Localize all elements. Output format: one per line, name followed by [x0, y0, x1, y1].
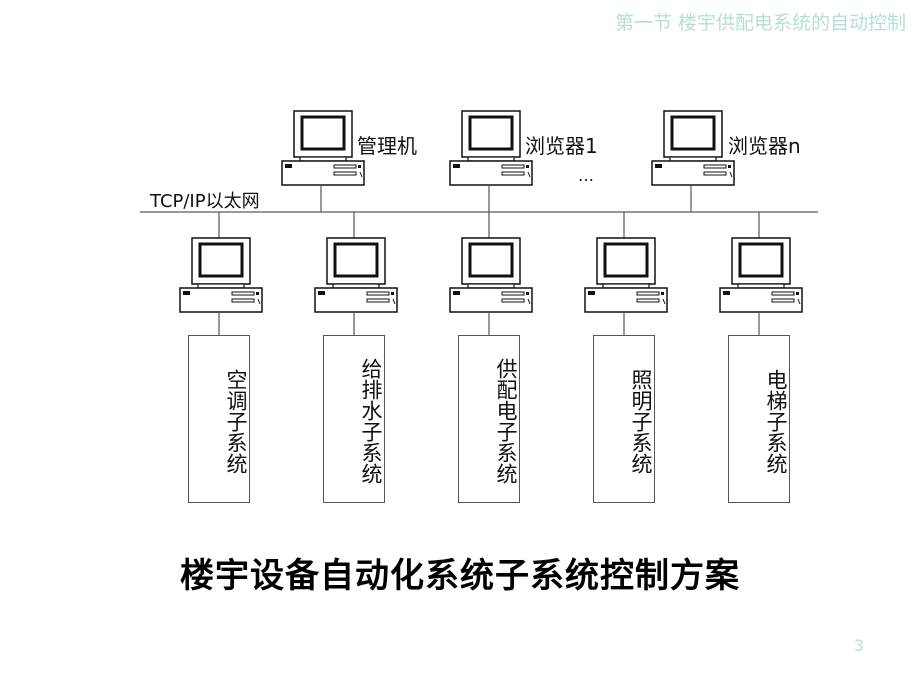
subsystem-box-elevator: 电梯子系统 [728, 335, 790, 503]
subsystem-label: 电梯子系统 [764, 368, 788, 474]
sub-computer-lighting [583, 212, 669, 335]
browser-n-label: 浏览器n [728, 134, 801, 158]
top-computer-browser-1 [448, 109, 534, 212]
top-computer-browser-n [650, 109, 736, 212]
admin-computer-label: 管理机 [357, 134, 417, 158]
top-computer-admin [280, 109, 366, 212]
sub-computer-water [313, 212, 399, 335]
page-number: 3 [853, 636, 864, 655]
slide-header-title: 第一节 楼宇供配电系统的自动控制 [614, 12, 906, 34]
ellipsis-label: … [578, 166, 596, 185]
diagram-caption: 楼宇设备自动化系统子系统控制方案 [180, 556, 740, 596]
network-label: TCP/IP以太网 [150, 191, 260, 212]
subsystem-label: 照明子系统 [629, 368, 653, 474]
subsystem-box-power: 供配电子系统 [458, 335, 520, 503]
sub-computer-hvac [178, 212, 264, 335]
subsystem-label: 空调子系统 [224, 368, 248, 474]
browser-1-label: 浏览器1 [525, 134, 598, 158]
sub-computer-power [448, 212, 534, 335]
subsystem-box-hvac: 空调子系统 [188, 335, 250, 503]
subsystem-box-lighting: 照明子系统 [593, 335, 655, 503]
subsystem-box-water: 给排水子系统 [323, 335, 385, 503]
subsystem-label: 供配电子系统 [494, 358, 518, 484]
sub-computer-elevator [718, 212, 804, 335]
subsystem-label: 给排水子系统 [359, 358, 383, 484]
